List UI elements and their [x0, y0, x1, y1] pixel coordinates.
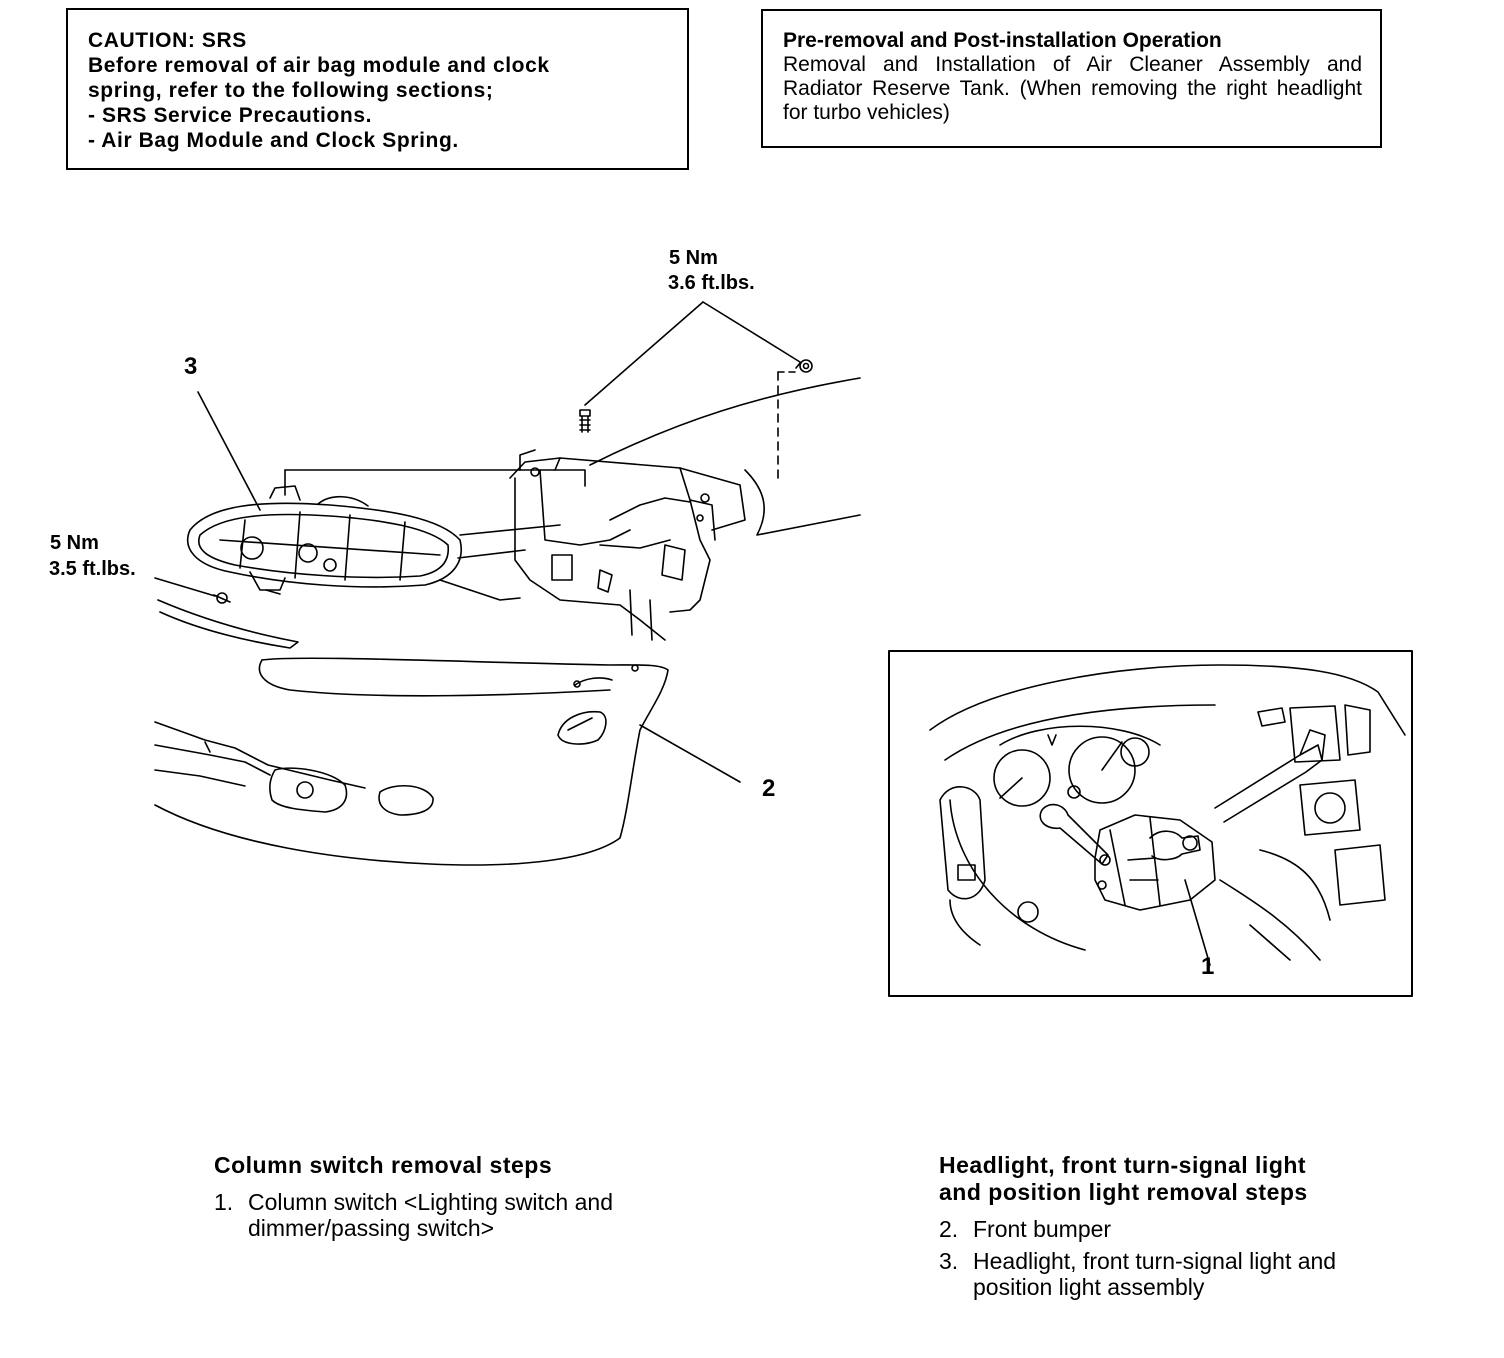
step-text: Column switch <Lighting switch and dimme…	[248, 1189, 613, 1241]
label-3-leader	[197, 391, 261, 511]
part-label-3: 3	[184, 353, 198, 380]
part-label-2: 2	[762, 775, 776, 802]
inset-frame	[888, 650, 1413, 997]
headlight-steps-title-line-2: and position light removal steps	[939, 1179, 1308, 1205]
radiator-support	[439, 449, 746, 641]
gauge-icon	[993, 749, 1051, 807]
left-torque-leader	[154, 577, 216, 597]
column-switch-body	[1094, 814, 1216, 911]
headlight-mount-line-3	[459, 524, 561, 536]
fender-edge-line	[744, 469, 861, 536]
hood-edge-line	[589, 377, 861, 466]
srs-caution-box: CAUTION: SRS Before removal of air bag m…	[66, 8, 689, 170]
pre-removal-operation-box: Pre-removal and Post-installation Operat…	[761, 9, 1382, 148]
gauge-icon	[1068, 736, 1136, 804]
headlight-steps-title-line-1: Headlight, front turn-signal light	[939, 1152, 1307, 1178]
torque-left-nm: 5 Nm	[50, 532, 99, 554]
step-number: 3.	[939, 1248, 959, 1274]
bumper-upper-strip	[157, 599, 299, 649]
bolt-icon	[579, 409, 591, 433]
exploded-view-headlight-bumper	[154, 301, 861, 866]
caution-line-1: CAUTION: SRS	[88, 29, 247, 52]
small-nut-icon	[213, 589, 281, 604]
part-label-1: 1	[1201, 953, 1215, 980]
column-switch-step-1: 1. Column switch <Lighting switch and di…	[214, 1189, 694, 1241]
top-torque-leader-right	[702, 301, 801, 363]
top-torque-leader-left	[584, 301, 704, 406]
headlight-assembly	[186, 485, 462, 591]
headlight-mount-line-4	[457, 549, 526, 559]
caution-line-2: Before removal of air bag module and clo…	[88, 54, 550, 77]
step-text: Front bumper	[973, 1216, 1112, 1242]
pre-removal-title: Pre-removal and Post-installation Operat…	[783, 29, 1222, 52]
headlight-step-3: 3. Headlight, front turn-signal light an…	[939, 1248, 1419, 1300]
nut-icon	[795, 359, 813, 373]
headlight-step-2: 2. Front bumper	[939, 1216, 1419, 1242]
caution-line-4: - SRS Service Precautions.	[88, 104, 373, 127]
step-number: 2.	[939, 1216, 959, 1242]
pre-removal-body: Removal and Installation of Air Cleaner …	[783, 53, 1362, 124]
column-switch-inset	[888, 650, 1413, 997]
caution-line-5: - Air Bag Module and Clock Spring.	[88, 129, 459, 152]
torque-top-ftlbs: 3.6 ft.lbs.	[668, 272, 755, 294]
caution-line-3: spring, refer to the following sections;	[88, 79, 494, 102]
torque-top-nm: 5 Nm	[669, 247, 718, 269]
front-bumper	[154, 657, 741, 866]
step-text: Headlight, front turn-signal light and p…	[973, 1248, 1337, 1300]
torque-left-ftlbs: 3.5 ft.lbs.	[49, 558, 136, 580]
column-switch-steps-title: Column switch removal steps	[214, 1152, 553, 1178]
step-number: 1.	[214, 1189, 234, 1215]
